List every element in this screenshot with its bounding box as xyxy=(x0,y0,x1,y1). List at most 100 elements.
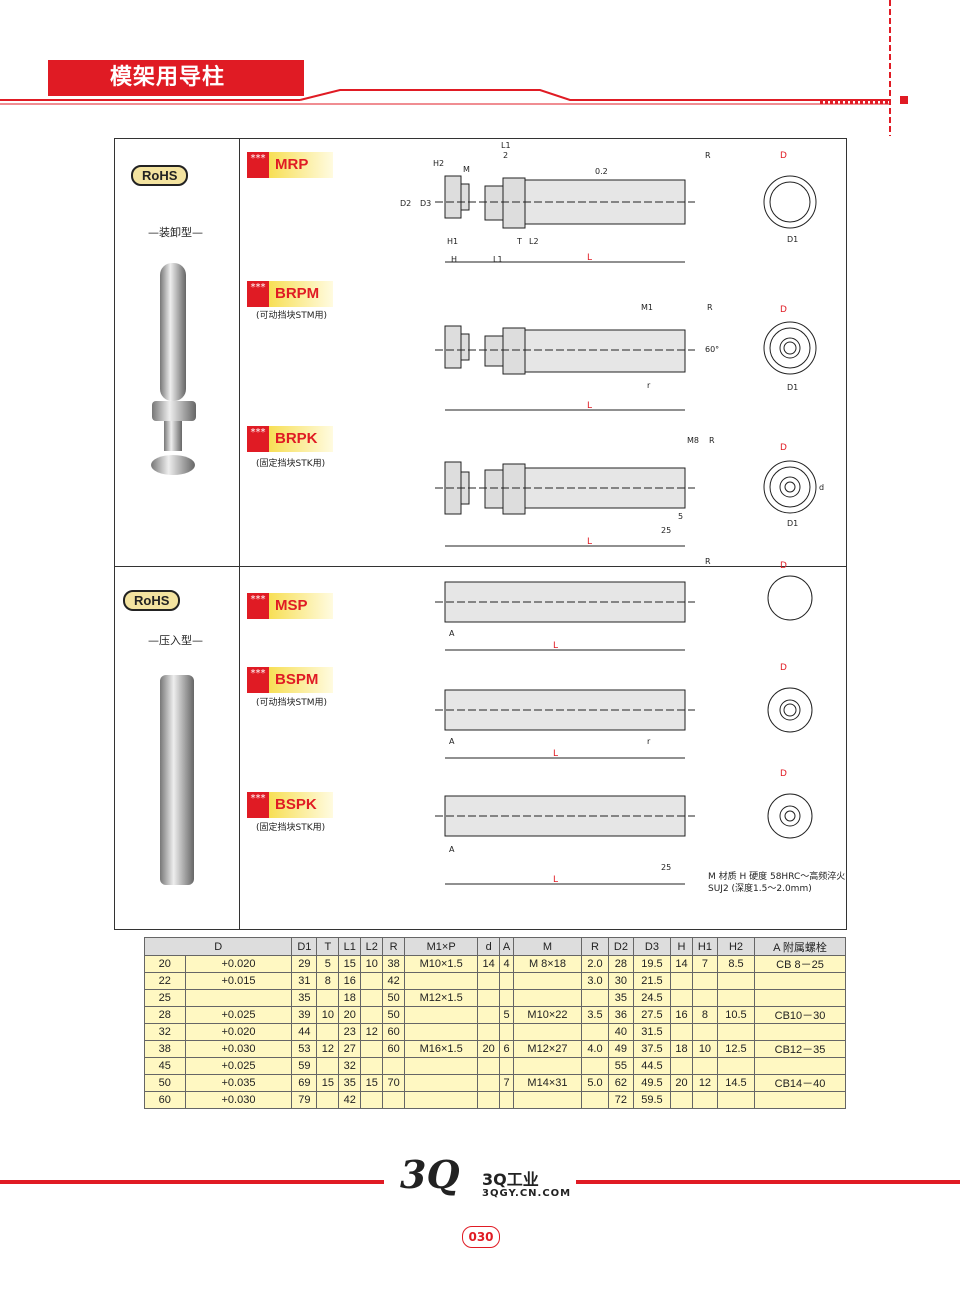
table-cell xyxy=(360,989,384,1007)
table-cell: 25 xyxy=(144,989,186,1007)
table-cell: M10×22 xyxy=(512,1006,582,1024)
table-cell xyxy=(477,972,501,990)
code-stars: *** xyxy=(247,667,269,693)
dim-label: D3 xyxy=(420,199,431,208)
table-cell: 3.0 xyxy=(580,972,609,990)
code-stars: *** xyxy=(247,792,269,818)
table-cell xyxy=(716,972,756,990)
table-cell xyxy=(404,1006,479,1024)
table-cell: 5.0 xyxy=(580,1074,609,1092)
product-code-tag: ***MRP xyxy=(247,152,333,178)
header-decoration xyxy=(0,0,908,136)
table-cell: 59.5 xyxy=(632,1091,672,1109)
table-cell: 38 xyxy=(382,955,406,973)
code-label: MRP xyxy=(269,152,333,178)
table-cell: 60 xyxy=(382,1040,406,1058)
table-cell xyxy=(512,1091,582,1109)
table-cell: CB 8－25 xyxy=(754,955,846,973)
table-cell xyxy=(670,972,693,990)
table-cell xyxy=(499,1023,514,1041)
table-cell: 14 xyxy=(670,955,693,973)
dim-label: M8 xyxy=(687,436,699,445)
table-header: H2 xyxy=(716,937,756,956)
table-cell: 15 xyxy=(360,1074,384,1092)
table-cell xyxy=(716,1057,756,1075)
dim-label: L xyxy=(587,401,592,411)
table-cell xyxy=(477,1006,501,1024)
table-cell: 16 xyxy=(338,972,362,990)
table-cell: 7 xyxy=(691,955,718,973)
table-cell xyxy=(670,989,693,1007)
material-note: SUJ2 (深度1.5～2.0mm) xyxy=(708,884,812,894)
table-cell: 5 xyxy=(499,1006,514,1024)
table-cell: 31.5 xyxy=(632,1023,672,1041)
table-header: D xyxy=(143,937,293,956)
table-cell: 12.5 xyxy=(716,1040,756,1058)
dim-label: R xyxy=(709,436,715,445)
table-header: d xyxy=(477,937,501,956)
table-header: R xyxy=(580,937,609,956)
table-cell: 60 xyxy=(382,1023,406,1041)
dim-label: A xyxy=(449,845,455,854)
spec-table: D D1 T L1 L2 R M1×P d A M R D2 D3 H H1 H… xyxy=(143,937,846,1109)
material-note: M 材质 H 硬度 58HRC～高频淬火 xyxy=(708,872,846,882)
dim-label: L1 xyxy=(501,141,511,150)
table-cell: 79 xyxy=(291,1091,318,1109)
table-cell: M 8×18 xyxy=(512,955,582,973)
table-cell: 15 xyxy=(316,1074,340,1092)
table-cell: M16×1.5 xyxy=(404,1040,479,1058)
table-header: H xyxy=(670,937,693,956)
table-header: D3 xyxy=(632,937,672,956)
table-cell: 3.5 xyxy=(580,1006,609,1024)
table-cell xyxy=(404,1023,479,1041)
pin-photo-press-fit xyxy=(160,675,194,885)
table-cell: 4 xyxy=(499,955,514,973)
table-cell xyxy=(499,1091,514,1109)
dim-label: 25 xyxy=(661,526,671,535)
dim-label: R xyxy=(707,303,713,312)
table-cell: 10 xyxy=(360,955,384,973)
product-code-tag: ***BRPK xyxy=(247,426,333,452)
code-label: MSP xyxy=(269,593,333,619)
code-stars: *** xyxy=(247,281,269,307)
table-cell: M10×1.5 xyxy=(404,955,479,973)
dim-label: d xyxy=(819,483,824,492)
table-cell: 69 xyxy=(291,1074,318,1092)
dim-label: 25 xyxy=(661,863,671,872)
table-cell xyxy=(184,989,293,1007)
table-cell: 30 xyxy=(607,972,634,990)
table-cell: 2.0 xyxy=(580,955,609,973)
dim-label: 5 xyxy=(678,512,683,521)
table-cell xyxy=(404,1074,479,1092)
table-cell: M14×31 xyxy=(512,1074,582,1092)
table-cell: 35 xyxy=(291,989,318,1007)
table-cell: 14.5 xyxy=(716,1074,756,1092)
table-cell: M12×27 xyxy=(512,1040,582,1058)
dim-label: L2 xyxy=(529,237,539,246)
table-cell: 40 xyxy=(607,1023,634,1041)
table-cell: 50 xyxy=(382,989,406,1007)
table-cell xyxy=(499,972,514,990)
table-cell: 27 xyxy=(338,1040,362,1058)
drawing-frame xyxy=(114,138,847,930)
table-cell: 15 xyxy=(338,955,362,973)
type-caption: —压入型— xyxy=(148,634,203,647)
table-cell: 37.5 xyxy=(632,1040,672,1058)
dim-label: D xyxy=(780,151,787,161)
table-cell: 39 xyxy=(291,1006,318,1024)
table-cell: 10 xyxy=(691,1040,718,1058)
table-cell: 28 xyxy=(144,1006,186,1024)
table-cell: 49 xyxy=(607,1040,634,1058)
table-cell: 70 xyxy=(382,1074,406,1092)
table-cell: +0.025 xyxy=(184,1057,293,1075)
table-cell xyxy=(691,1057,718,1075)
table-cell: +0.035 xyxy=(184,1074,293,1092)
table-cell xyxy=(580,1057,609,1075)
table-header-row: D D1 T L1 L2 R M1×P d A M R D2 D3 H H1 H… xyxy=(143,937,846,956)
table-cell: 12 xyxy=(316,1040,340,1058)
dim-label: H2 xyxy=(433,159,444,168)
table-cell: +0.020 xyxy=(184,1023,293,1041)
